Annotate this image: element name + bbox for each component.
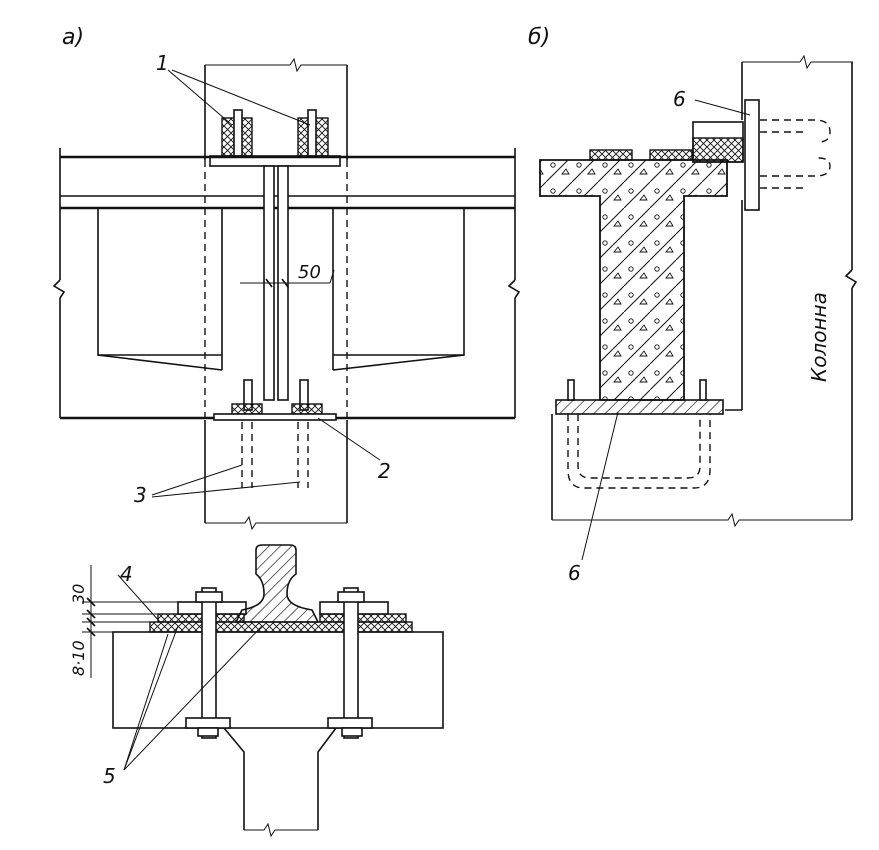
panel-a-section — [82, 544, 444, 838]
column-label: Колонна — [807, 292, 831, 382]
callout-4: 4 — [120, 562, 133, 586]
callout-5: 5 — [103, 764, 116, 788]
dimension-30-label: 30 — [69, 584, 88, 604]
callout-3: 3 — [134, 483, 147, 507]
panel-a-elevation — [52, 57, 521, 531]
dimension-gap-label: 50 — [298, 262, 321, 283]
callout-2: 2 — [378, 459, 391, 483]
dimension-8-10-label: 8·10 — [69, 640, 88, 676]
callout-6-bottom: 6 — [568, 561, 581, 585]
callout-1: 1 — [156, 51, 169, 75]
panel-a-label: а) — [62, 25, 84, 50]
callout-6-top: 6 — [673, 87, 686, 111]
panel-b-section — [539, 54, 858, 561]
panel-b-label: б) — [528, 25, 550, 50]
